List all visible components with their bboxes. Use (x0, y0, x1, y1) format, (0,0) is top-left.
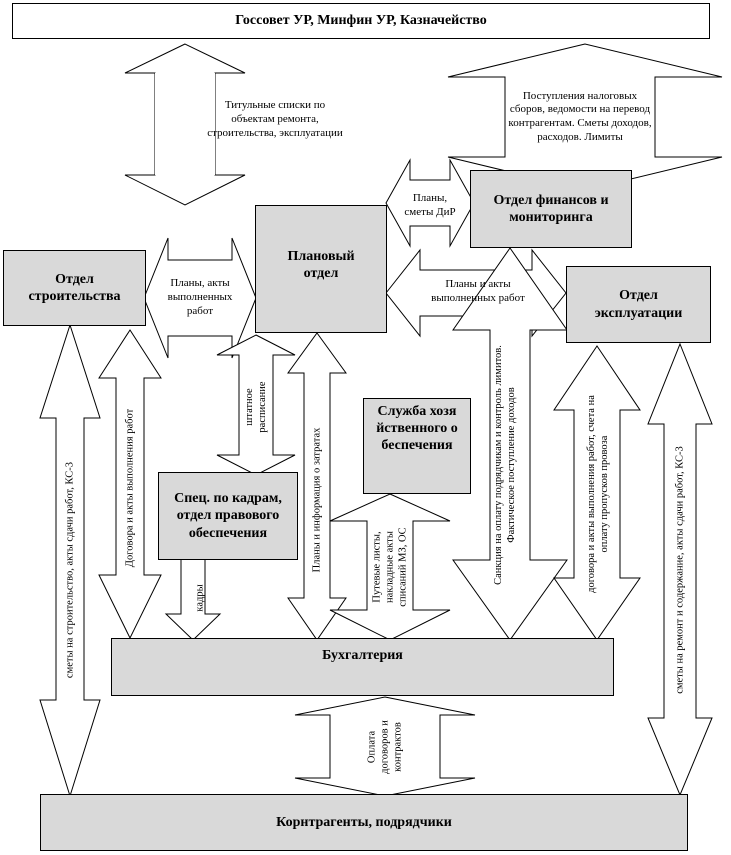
node-planovy-label: Плановый отдел (287, 249, 355, 282)
label-receipts: Поступления налоговых сборов, ведомости … (508, 89, 652, 143)
label-estimates-repair: сметы на ремонт и содержание, акты сдачи… (674, 446, 686, 694)
label-plans-dir: Планы, сметы ДиР (404, 192, 456, 218)
label-estimates-construction: сметы на строительство, акты сдачи работ… (64, 461, 76, 679)
node-supply-label: Служба хозяйственного обеспечения (376, 404, 458, 454)
node-hr-label: Спец. по кадрам, отдел правового обеспеч… (174, 491, 282, 541)
node-gossovet: Госсовет УР, Минфин УР, Казначейство (12, 3, 710, 39)
label-sanction: Санкция на оплату подрядчикам и контроль… (492, 345, 517, 585)
node-hr: Спец. по кадрам, отдел правового обеспеч… (158, 472, 298, 560)
node-contractors: Корнтрагенты, подрядчики (40, 794, 688, 851)
node-accounting: Бухгалтерия (111, 638, 614, 696)
node-exploitation: Отдел эксплуатации (566, 266, 711, 343)
node-finance: Отдел финансов и мониторинга (470, 170, 632, 248)
label-payment: Оплата договоров и контрактов (366, 720, 404, 774)
node-gossovet-label: Госсовет УР, Минфин УР, Казначейство (235, 13, 487, 29)
label-plans-exploitation: Планы и акты выполненных работ (431, 278, 525, 304)
label-contracts-construction: Договора и акты выполнения работ (124, 408, 136, 568)
node-supply: Служба хозяйственного обеспечения (363, 398, 471, 494)
node-planovy: Плановый отдел (255, 205, 387, 333)
node-finance-label: Отдел финансов и мониторинга (493, 192, 609, 225)
node-construction: Отдел строительства (3, 250, 146, 326)
label-waybills: Путевые листы, накладные акты списаний М… (371, 527, 409, 607)
node-exploitation-label: Отдел эксплуатации (594, 288, 683, 321)
node-contractors-label: Корнтрагенты, подрядчики (276, 814, 452, 830)
label-staffing: штатное расписание (243, 381, 268, 433)
node-accounting-label: Бухгалтерия (322, 648, 403, 663)
label-titles: Титульные списки по объектам ремонта, ст… (207, 99, 343, 139)
node-construction-label: Отдел строительства (28, 271, 121, 304)
arrow-titles-body (155, 73, 215, 175)
label-contracts-exploitation: договора и акты выполнения работ, счета … (585, 395, 610, 593)
label-cadres: кадры (194, 584, 206, 612)
label-plans-construction: Планы, акты выполненных работ (167, 277, 233, 317)
label-costs: Планы и информация о затратах (311, 427, 323, 573)
